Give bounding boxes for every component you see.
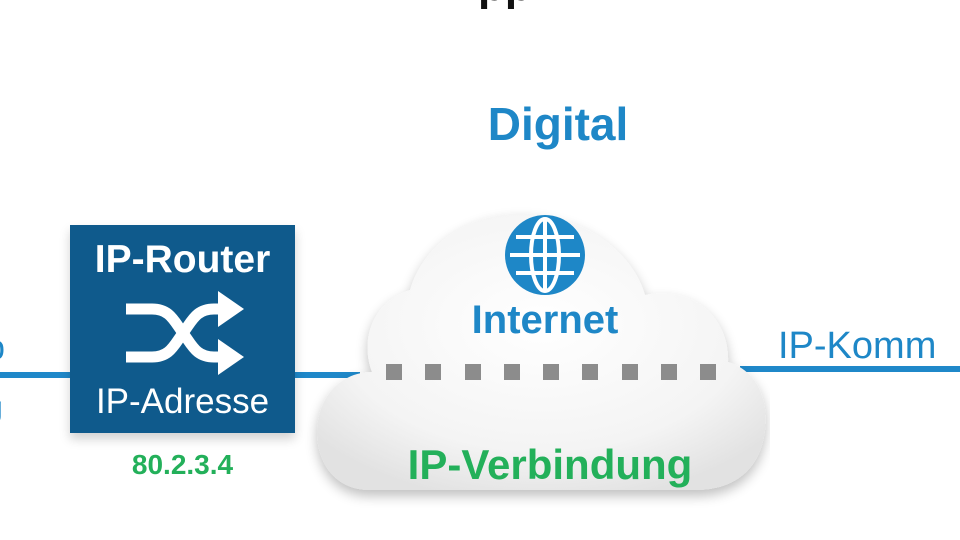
dash <box>464 364 481 380</box>
dash <box>700 364 716 380</box>
globe-icon <box>505 215 585 295</box>
left-cut-text-lower: g <box>0 390 3 426</box>
dash <box>503 364 520 380</box>
connection-line-middle <box>290 372 360 378</box>
dashed-separator <box>386 364 716 380</box>
connection-line-right <box>740 366 960 372</box>
connection-line-left <box>0 372 80 378</box>
dash <box>621 364 638 380</box>
dash <box>582 364 599 380</box>
digital-heading: Digital <box>487 98 629 150</box>
top-cut-text: pp <box>478 0 532 12</box>
router-address-label: IP-Adresse <box>95 382 270 421</box>
internet-label: Internet <box>471 298 619 342</box>
cloud-shape <box>317 213 766 491</box>
ip-connection-label: IP-Verbindung <box>407 441 693 488</box>
ip-router-box: IP-Router IP-Adresse <box>70 225 295 433</box>
left-cut-text-upper: p <box>0 328 5 368</box>
right-cut-label: IP-Komm <box>778 325 937 367</box>
router-title: IP-Router <box>94 238 271 281</box>
dash <box>425 364 442 380</box>
dash <box>543 364 559 380</box>
router-ip-address: 80.2.3.4 <box>131 449 234 480</box>
dash <box>660 364 677 380</box>
shuffle-arrows-icon <box>126 291 244 375</box>
dash <box>386 364 402 380</box>
